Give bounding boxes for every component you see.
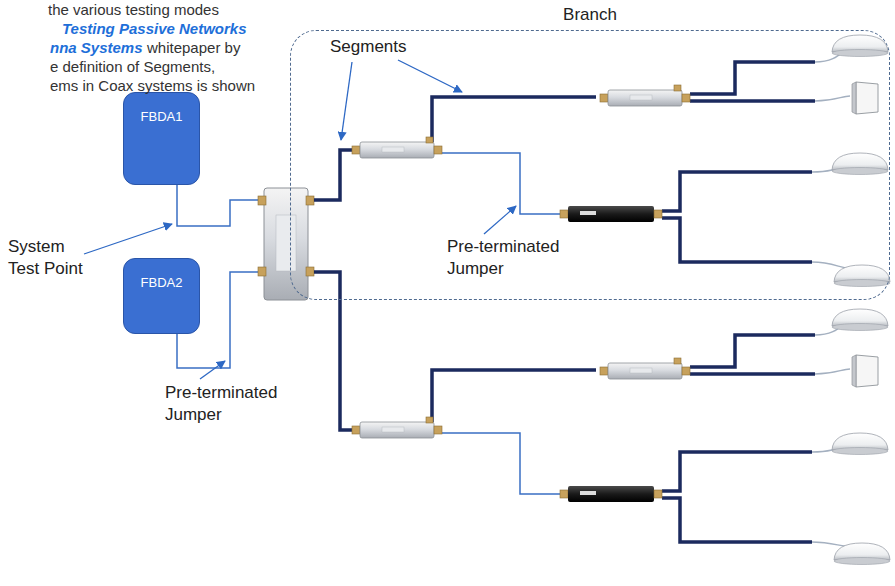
region-label: Branch: [563, 4, 617, 26]
callout-label: Pre-terminated Jumper: [165, 382, 291, 426]
leader-arrow: [84, 60, 516, 379]
link-text: Testing Passive Networks: [62, 19, 247, 38]
callout-label: Segments: [330, 36, 407, 58]
feeder-cable: [314, 62, 815, 542]
panel-antenna: [852, 82, 878, 387]
power-splitter: [352, 85, 690, 438]
link-text: nna Systems: [50, 38, 143, 57]
black-splitter: [560, 206, 662, 502]
amplifier-box: FBDA1: [123, 92, 200, 185]
hybrid-combiner: [258, 188, 314, 300]
body-text: ems in Coax systems is shown: [50, 76, 255, 95]
branch-region: Branch: [290, 30, 890, 300]
amplifier-box: FBDA2: [123, 258, 200, 334]
callout-label: System Test Point: [8, 236, 94, 280]
body-text: the various testing modes: [48, 0, 219, 19]
body-text: whitepaper by: [147, 38, 240, 57]
body-text: e definition of Segments,: [50, 57, 215, 76]
box-label: FBDA1: [124, 109, 199, 125]
jumper-cable: [440, 153, 560, 494]
callout-label: Pre-terminated Jumper: [447, 236, 573, 280]
box-label: FBDA2: [124, 275, 199, 291]
antenna-cable: [812, 46, 852, 546]
